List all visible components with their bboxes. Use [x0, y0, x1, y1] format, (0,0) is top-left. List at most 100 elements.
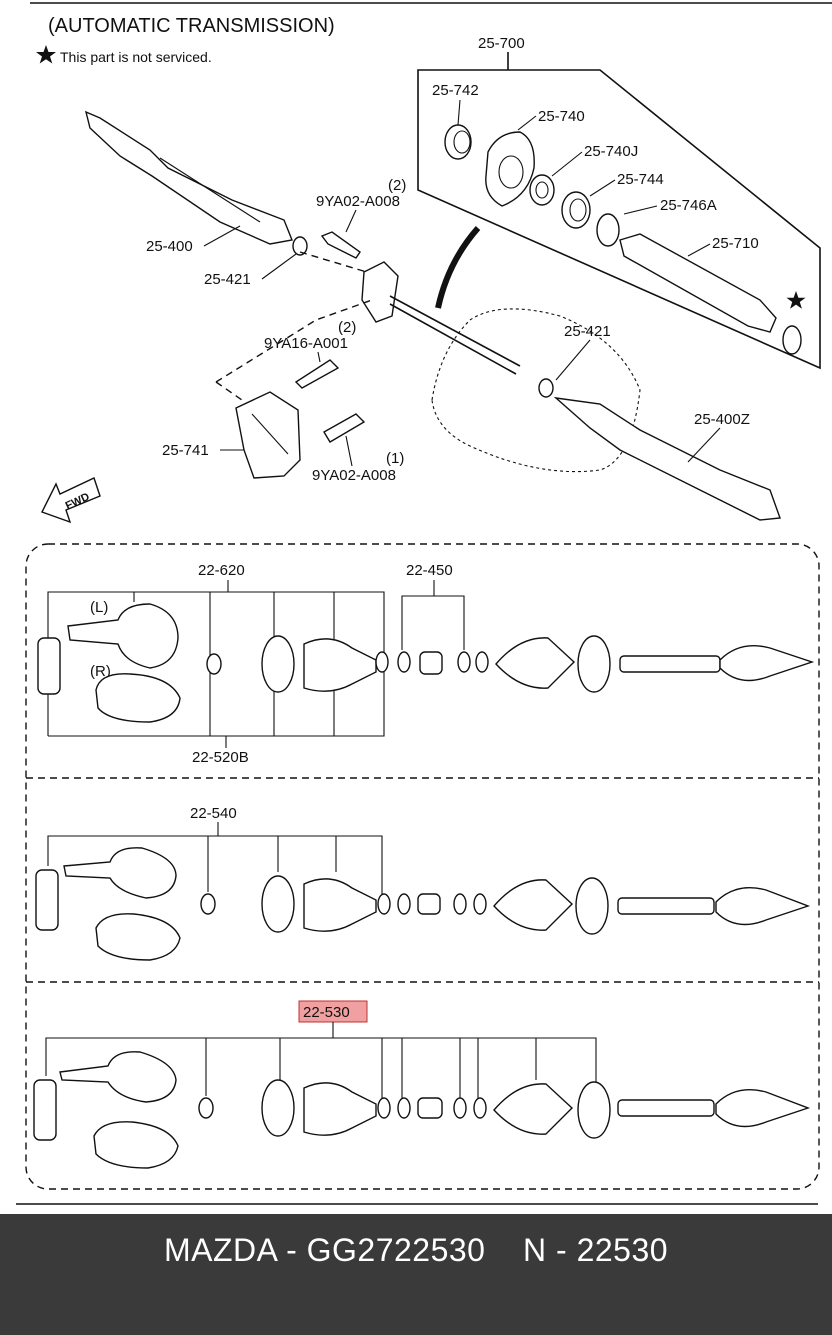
- label-25-700: 25-700: [478, 35, 525, 52]
- damper: [417, 893, 441, 915]
- boot-outer: [493, 879, 574, 931]
- snap-ring: [200, 893, 216, 915]
- part-25-421-clip-right: [538, 378, 554, 398]
- kit-22-450-bracket: [401, 595, 465, 650]
- transmission-outline: [431, 308, 641, 473]
- variants-dashed-frame: [25, 543, 820, 1190]
- label-25-744: 25-744: [617, 171, 664, 188]
- part-25-744-seal-inner: [569, 198, 587, 222]
- part-25-400-shaft-axis: [159, 157, 261, 223]
- label-25-421-right: 25-421: [564, 323, 611, 340]
- part-25-740-bore: [498, 155, 524, 189]
- cv-joint-left: [67, 603, 179, 669]
- boot-band-large: [261, 635, 295, 693]
- cv-joint-right: [95, 913, 181, 961]
- leader-25-740J: [551, 151, 583, 177]
- qty-bolt-top: (2): [388, 177, 406, 194]
- grease-tube: [33, 1079, 57, 1141]
- outer-joint: [715, 1089, 811, 1128]
- label-side-left: (L): [90, 599, 108, 616]
- leader-25-400: [203, 225, 241, 247]
- boot-band-small-2: [397, 651, 411, 673]
- snap-ring: [206, 653, 222, 675]
- assembly-arc: [435, 226, 481, 309]
- cv-joint-right: [95, 673, 181, 723]
- intermediate-shaft: [389, 295, 521, 367]
- part-carrier-flange: [361, 261, 399, 323]
- boot-inner: [303, 878, 377, 932]
- boot-band-large: [261, 1079, 295, 1137]
- shaft: [617, 897, 715, 915]
- qty-bolt-bottom: (1): [386, 450, 404, 467]
- qty-bolt-mid: (2): [338, 319, 356, 336]
- part-number-caption: MAZDA - GG2722530 N - 22530: [163, 1232, 669, 1268]
- fwd-arrow-icon: [41, 477, 101, 524]
- panel-22-540: 22-540: [35, 805, 811, 961]
- leader-25-421-right: [555, 339, 591, 381]
- dash-line-3: [215, 381, 243, 401]
- not-serviced-note: This part is not serviced.: [60, 49, 212, 65]
- outer-joint: [715, 887, 811, 926]
- shaft: [619, 655, 721, 673]
- boot-band-small: [375, 651, 389, 673]
- label-25-740J: 25-740J: [584, 143, 638, 160]
- label-25-400Z: 25-400Z: [694, 411, 750, 428]
- cv-joint-right: [93, 1121, 179, 1169]
- label-22-520B: 22-520B: [192, 749, 249, 766]
- boot-outer: [493, 1083, 574, 1135]
- dash-line-2: [215, 299, 373, 383]
- leader-25-400Z: [687, 427, 721, 463]
- part-25-741-bracket: [235, 391, 301, 479]
- leader-25-742: [457, 99, 461, 126]
- kit-22-530-bracket: [45, 1037, 597, 1084]
- boot-band-small-4: [473, 1097, 487, 1119]
- leader-25-744: [589, 179, 616, 197]
- diagram-title: (AUTOMATIC TRANSMISSION): [48, 15, 335, 37]
- kit-25-700-frame: [417, 69, 821, 370]
- footer-bar: MAZDA - GG2722530 N - 22530: [0, 1214, 832, 1335]
- boot-band-small-3: [453, 1097, 467, 1119]
- boot-band-outer: [577, 635, 611, 693]
- label-25-740: 25-740: [538, 108, 585, 125]
- damper: [417, 1097, 443, 1119]
- part-25-710-joint-shaft: [619, 233, 777, 333]
- leader-25-421-left: [261, 253, 297, 280]
- exploded-parts-diagram: (AUTOMATIC TRANSMISSION) This part is no…: [16, 2, 832, 1205]
- leader-25-740: [517, 115, 537, 131]
- label-22-620: 22-620: [198, 562, 245, 579]
- label-25-742: 25-742: [432, 82, 479, 99]
- boot-inner: [303, 638, 377, 692]
- boot-outer: [495, 637, 576, 689]
- grease-tube: [35, 869, 59, 931]
- boot-band-outer: [577, 1081, 611, 1139]
- leader-9YA16-A001: [317, 351, 321, 363]
- part-25-400-driveshaft: [84, 110, 293, 245]
- label-25-421-left: 25-421: [204, 271, 251, 288]
- label-22-540: 22-540: [190, 805, 237, 822]
- not-serviced-star-icon: [786, 291, 806, 309]
- part-25-742-seal-inner: [453, 130, 471, 154]
- part-25-740J-bearing: [529, 174, 555, 206]
- boot-band-small-3: [453, 893, 467, 915]
- part-25-746A-clip: [596, 213, 620, 247]
- part-25-742-seal: [444, 124, 472, 160]
- part-25-740-bracket: [485, 131, 535, 207]
- part-9YA16-A001-bolt: [294, 359, 340, 389]
- boot-band-small-2: [397, 1097, 411, 1119]
- boot-band-large: [261, 875, 295, 933]
- boot-band-small: [377, 1097, 391, 1119]
- boot-band-outer: [575, 877, 609, 935]
- label-9YA16-A001: 9YA16-A001: [264, 335, 348, 352]
- part-25-740J-bearing-inner: [535, 181, 549, 199]
- not-serviced-star-icon: [36, 45, 56, 64]
- grease-tube: [37, 637, 61, 695]
- snap-ring: [198, 1097, 214, 1119]
- dash-line-1: [299, 251, 381, 277]
- outer-joint: [719, 645, 815, 682]
- boot-band-small-2: [397, 893, 411, 915]
- boot-band-small: [377, 893, 391, 915]
- panel-22-530: 22-530: [33, 1000, 811, 1169]
- label-25-741: 25-741: [162, 442, 209, 459]
- boot-inner: [303, 1082, 377, 1136]
